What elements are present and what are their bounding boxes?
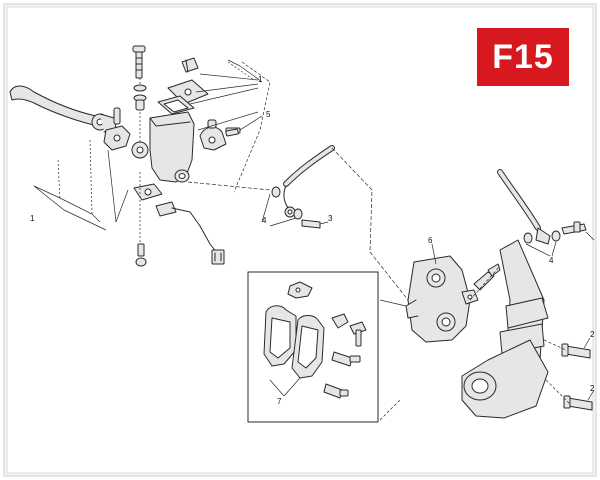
callout-7: 7 (277, 397, 282, 406)
pad-spring (287, 281, 313, 299)
reservoir-bolt (132, 45, 146, 79)
callout-3: 3 (328, 214, 333, 223)
master-cylinder-screw (225, 128, 239, 137)
brake-hose-right (497, 169, 587, 245)
lever-bracket (103, 107, 131, 151)
callout-5: 5 (266, 110, 271, 119)
fork-leg (461, 239, 549, 419)
page-code-badge: F15 (477, 28, 569, 86)
brake-switch (155, 201, 225, 265)
reservoir-gasket (157, 95, 195, 115)
leader-lines (33, 59, 595, 421)
switch-screw (135, 243, 147, 267)
bleed-valve (473, 263, 501, 291)
brake-caliper (405, 255, 479, 343)
brake-pad-left (263, 305, 297, 367)
callout-6: 6 (428, 236, 433, 245)
callout-4-upper: 4 (262, 216, 267, 225)
callout-2-a: 2 (590, 330, 595, 339)
master-cylinder-body (131, 111, 195, 183)
washer-stack-top (133, 84, 147, 111)
brake-hose-upper (283, 145, 335, 218)
callout-4-right: 4 (549, 256, 554, 265)
caliper-bolts (561, 343, 593, 411)
hose-washers-upper (271, 186, 321, 229)
brake-lever (9, 85, 117, 133)
brake-pad-right (291, 315, 325, 379)
handlebar-clamp (133, 183, 163, 201)
callout-2-b: 2 (590, 384, 595, 393)
pad-pin-components (323, 313, 367, 399)
callout-1-top: 1 (258, 75, 263, 84)
callout-1-left: 1 (30, 214, 35, 223)
